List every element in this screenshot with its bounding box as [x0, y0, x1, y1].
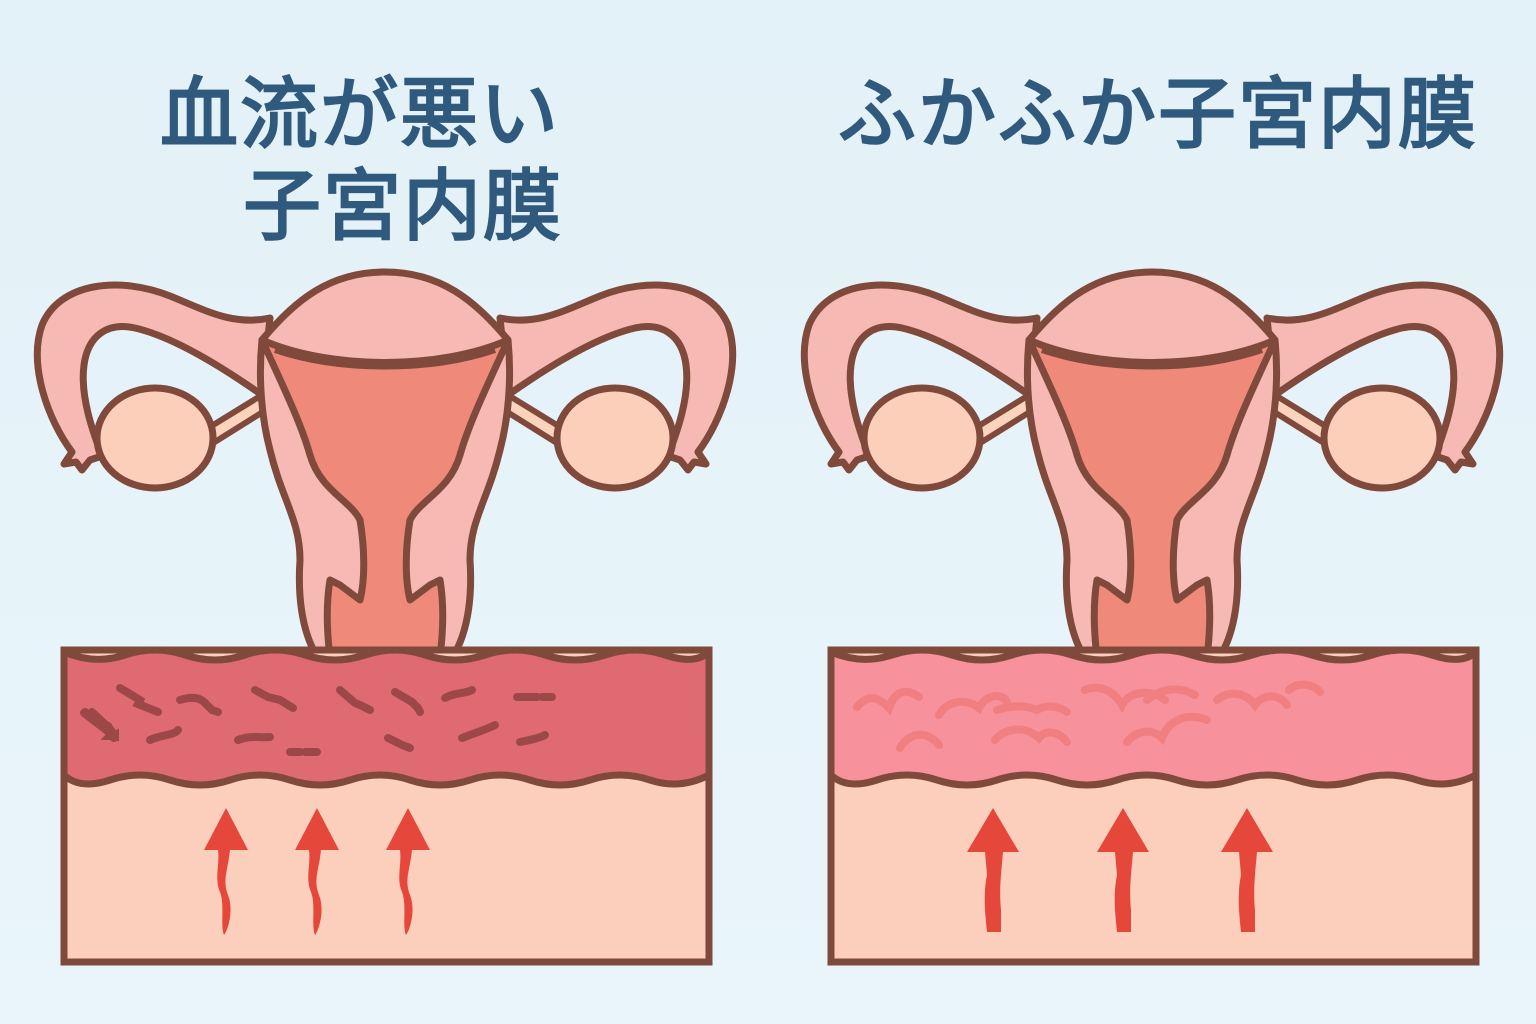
fluffy-texture	[853, 680, 1324, 752]
blood-flow-arrows-strong	[967, 808, 1273, 932]
arrow-weak-1	[204, 808, 248, 935]
left-title-line-2: 子宮内膜	[243, 162, 564, 252]
arrow-weak-3	[386, 808, 430, 935]
arrow-strong-1	[967, 808, 1019, 932]
left-panel	[37, 272, 732, 966]
arrow-strong-2	[1097, 808, 1149, 932]
uterus-illustration-right	[804, 272, 1499, 658]
right-panel	[804, 272, 1499, 966]
left-title-line-1: 血流が悪い	[160, 70, 561, 160]
arrow-weak-2	[295, 808, 339, 935]
uterus-illustration-left	[37, 272, 732, 658]
endometrium-poor	[60, 646, 713, 789]
poor-texture	[80, 684, 556, 756]
endometrium-fluffy	[827, 646, 1480, 789]
arrow-strong-3	[1221, 808, 1273, 932]
right-title: ふかふか子宮内膜	[838, 70, 1479, 160]
blood-flow-arrows-weak	[204, 808, 430, 935]
